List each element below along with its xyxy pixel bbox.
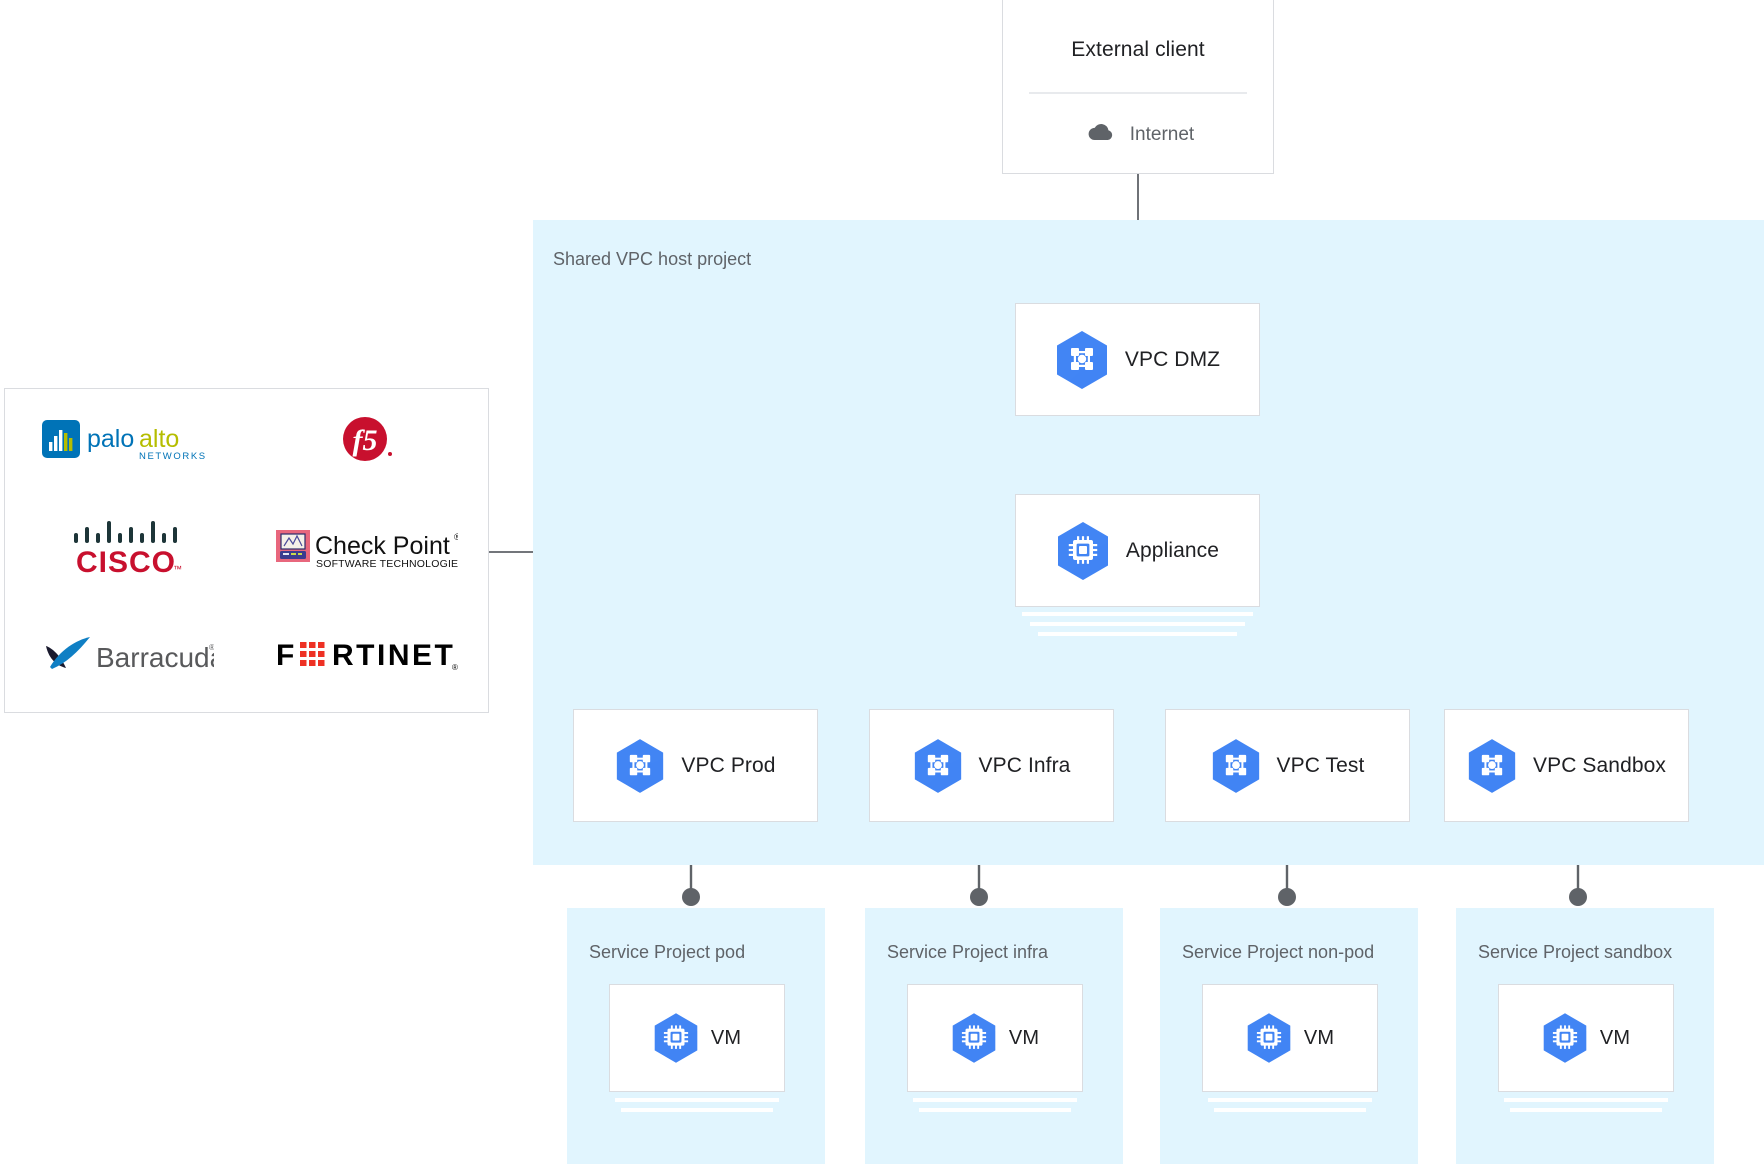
svg-text:®: ® xyxy=(452,663,458,672)
node-label-vpc-sandbox: VPC Sandbox xyxy=(1532,753,1667,777)
compute-vm-icon xyxy=(951,1012,997,1064)
vendor-checkpoint: Check Point ® SOFTWARE TECHNOLOGIES LTD. xyxy=(276,524,491,577)
svg-text:f5: f5 xyxy=(353,424,378,457)
cisco-logo: CISCO ™ xyxy=(66,517,186,584)
node-vpc-sandbox[interactable]: VPC Sandbox xyxy=(1444,709,1689,822)
vendor-fortinet: F RTINET ® xyxy=(276,636,458,681)
vm-stack-sheet xyxy=(1504,1098,1668,1102)
node-label-vm: VM xyxy=(1008,1026,1040,1049)
vendor-barracuda: Barracuda ® xyxy=(38,630,225,687)
node-vpc-infra[interactable]: VPC Infra xyxy=(869,709,1114,822)
vendor-cisco: CISCO ™ xyxy=(66,517,186,584)
f5-logo: f5 xyxy=(337,410,397,475)
vm-stack-sheet xyxy=(621,1108,773,1112)
service-project-infra: Service Project infra xyxy=(865,908,1123,1164)
checkpoint-logo: Check Point ® SOFTWARE TECHNOLOGIES LTD. xyxy=(276,524,491,577)
vpc-network-icon xyxy=(1055,330,1109,390)
barracuda-logo: Barracuda ® xyxy=(38,630,225,687)
wire-dot xyxy=(1278,888,1296,906)
node-vm[interactable]: VM xyxy=(907,984,1083,1092)
vm-stack-sheet xyxy=(615,1098,779,1102)
svg-text:Check Point: Check Point xyxy=(315,532,450,560)
vendor-logos-panel: palo alto NETWORKS f5 xyxy=(4,388,491,713)
external-client-card: External client Internet xyxy=(1002,0,1274,174)
cpu-chip-icon xyxy=(1056,521,1110,581)
node-vpc-prod[interactable]: VPC Prod xyxy=(573,709,818,822)
node-label-vpc-dmz: VPC DMZ xyxy=(1124,347,1221,371)
appliance-stack-sheet xyxy=(1038,632,1237,636)
node-label-vm: VM xyxy=(710,1026,742,1049)
vpc-network-icon xyxy=(615,738,665,794)
svg-text:SOFTWARE TECHNOLOGIES LTD.: SOFTWARE TECHNOLOGIES LTD. xyxy=(316,558,458,570)
vm-stack-sheet xyxy=(913,1098,1077,1102)
vm-stack-sheet xyxy=(1510,1108,1662,1112)
wire-dot xyxy=(682,888,700,906)
internet-connection: Internet xyxy=(1003,120,1273,149)
node-label-vpc-prod: VPC Prod xyxy=(681,753,776,777)
divider xyxy=(1029,92,1247,94)
svg-text:alto: alto xyxy=(139,425,179,453)
service-project-label: Service Project sandbox xyxy=(1478,942,1673,962)
svg-text:Barracuda: Barracuda xyxy=(96,642,214,673)
node-label-vpc-infra: VPC Infra xyxy=(978,753,1071,777)
appliance-stack-sheet xyxy=(1030,622,1245,626)
wire-dot xyxy=(970,888,988,906)
vendor-f5: f5 xyxy=(337,410,397,475)
service-project-sandbox: Service Project sandbox xyxy=(1456,908,1714,1164)
svg-text:RTINET: RTINET xyxy=(332,639,455,672)
svg-text:NETWORKS: NETWORKS xyxy=(139,451,207,462)
svg-text:CISCO: CISCO xyxy=(76,546,176,579)
service-project-non-pod: Service Project non-pod xyxy=(1160,908,1418,1164)
node-label-vm: VM xyxy=(1303,1026,1335,1049)
vm-stack-sheet xyxy=(919,1108,1071,1112)
internet-label: Internet xyxy=(1129,123,1195,145)
node-vm[interactable]: VM xyxy=(1498,984,1674,1092)
shared-vpc-label: Shared VPC host project xyxy=(553,249,752,269)
node-appliance[interactable]: Appliance xyxy=(1015,494,1260,607)
svg-text:®: ® xyxy=(209,643,214,652)
cloud-icon xyxy=(1082,120,1116,149)
node-vm[interactable]: VM xyxy=(609,984,785,1092)
vendor-paloalto: palo alto NETWORKS xyxy=(41,416,210,469)
vm-stack-sheet xyxy=(1214,1108,1366,1112)
node-label-vm: VM xyxy=(1599,1026,1631,1049)
vpc-network-icon xyxy=(913,738,963,794)
service-project-label: Service Project pod xyxy=(589,942,746,962)
svg-text:palo: palo xyxy=(87,425,134,453)
appliance-stack-sheet xyxy=(1022,612,1253,616)
vpc-network-icon xyxy=(1211,738,1261,794)
node-vpc-dmz[interactable]: VPC DMZ xyxy=(1015,303,1260,416)
compute-vm-icon xyxy=(1542,1012,1588,1064)
node-label-vpc-test: VPC Test xyxy=(1276,753,1365,777)
service-project-pod: Service Project pod VM xyxy=(567,908,825,1164)
paloalto-logo: palo alto NETWORKS xyxy=(41,416,210,469)
service-project-label: Service Project non-pod xyxy=(1182,942,1375,962)
vpc-network-icon xyxy=(1467,738,1517,794)
compute-vm-icon xyxy=(653,1012,699,1064)
node-vm[interactable]: VM xyxy=(1202,984,1378,1092)
compute-vm-icon xyxy=(1246,1012,1292,1064)
svg-text:™: ™ xyxy=(173,564,182,574)
external-client-title: External client xyxy=(1071,38,1205,61)
svg-text:®: ® xyxy=(454,532,458,542)
node-vpc-test[interactable]: VPC Test xyxy=(1165,709,1410,822)
service-project-label: Service Project infra xyxy=(887,942,1049,962)
node-label-appliance: Appliance xyxy=(1125,538,1220,562)
vm-stack-sheet xyxy=(1208,1098,1372,1102)
wire-dot xyxy=(1569,888,1587,906)
svg-text:F: F xyxy=(276,639,297,672)
fortinet-logo: F RTINET ® xyxy=(276,636,458,681)
